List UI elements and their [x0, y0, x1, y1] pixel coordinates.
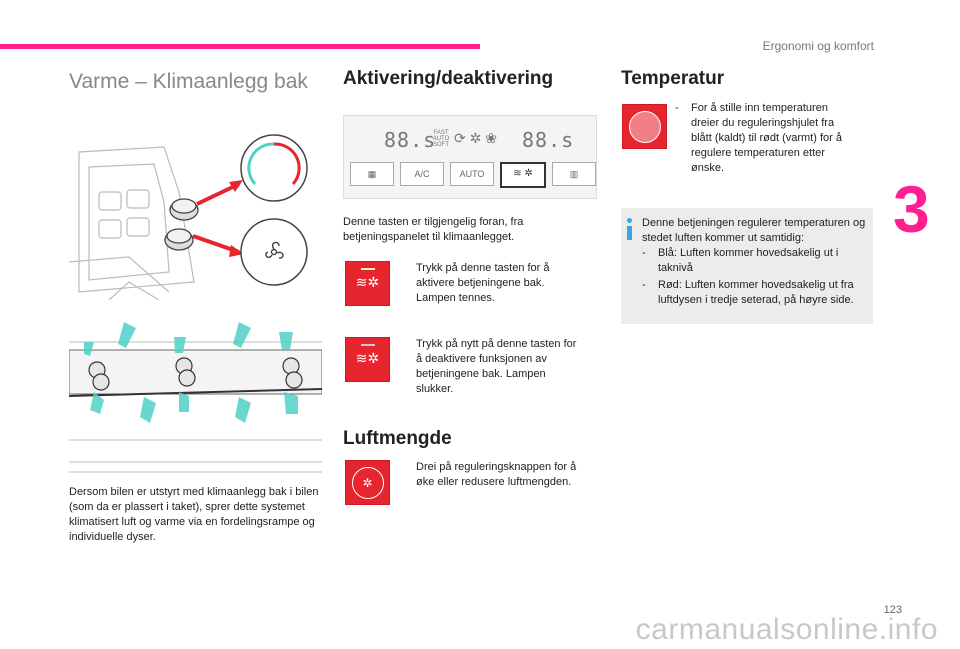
intro-caption: Dersom bilen er utstyrt med klimaanlegg …	[69, 486, 319, 543]
ac-button[interactable]: A/C	[400, 162, 444, 186]
roof-vents-illustration	[69, 322, 322, 477]
left-temp-display: 88.s	[384, 128, 437, 152]
section-title: Ergonomi og komfort	[762, 39, 874, 53]
bullet-marker	[400, 460, 408, 490]
activation-heading: Aktivering/deaktivering	[343, 68, 554, 89]
airflow-text: Drei på reguleringsknappen for å øke ell…	[416, 461, 577, 488]
rear-defrost-button[interactable]: ▥	[552, 162, 596, 186]
info-item-1: - Blå: Luften kommer hovedsakelig ut i t…	[642, 246, 868, 276]
rear-deactivate-icon: ≋✲	[345, 337, 390, 382]
bullet-marker	[400, 261, 408, 306]
info-text-2: Rød: Luften kommer hovedsakelig ut fra l…	[658, 279, 854, 306]
accent-bar	[0, 44, 480, 49]
dash-marker: -	[675, 102, 679, 114]
recirc-fan-icons: ⟳ ✲ ❀	[454, 130, 497, 146]
page-title: Varme – Klimaanlegg bak	[69, 70, 308, 93]
rear-activate-icon: ≋✲	[345, 261, 390, 306]
info-icon	[627, 218, 632, 240]
activation-item-2: Trykk på nytt på denne tasten for å deak…	[400, 337, 582, 397]
airflow-heading: Luftmengde	[343, 428, 452, 449]
temperature-item: - For å stille inn temperaturen dreier d…	[675, 101, 855, 176]
chapter-number: 3	[893, 172, 930, 246]
temp-dial-icon	[622, 104, 667, 149]
fan-dial-icon: ✲	[345, 460, 390, 505]
page-number: 123	[883, 604, 902, 616]
defrost-button[interactable]: ▦	[350, 162, 394, 186]
activation-text-2: Trykk på nytt på denne tasten for å deak…	[416, 338, 577, 395]
right-temp-display: 88.s	[522, 128, 575, 152]
info-box: Denne betjeningen regulerer temperaturen…	[621, 208, 873, 324]
temperature-heading: Temperatur	[621, 68, 725, 89]
dash-marker: -	[642, 279, 646, 291]
dash-marker: -	[642, 247, 646, 259]
rotary-controls-illustration	[69, 132, 322, 300]
mode-display: FAST AUTO SOFT	[432, 130, 450, 148]
activation-text-1: Trykk på denne tasten for å aktivere bet…	[416, 262, 550, 304]
activation-intro: Denne tasten er tilgjengelig foran, fra …	[343, 216, 524, 243]
info-text-1: Blå: Luften kommer hovedsakelig ut i tak…	[658, 247, 839, 274]
airflow-item: Drei på reguleringsknappen for å øke ell…	[400, 460, 582, 490]
info-intro: Denne betjeningen regulerer temperaturen…	[642, 217, 866, 244]
auto-button[interactable]: AUTO	[450, 162, 494, 186]
activation-item-1: Trykk på denne tasten for å aktivere bet…	[400, 261, 582, 306]
rear-climate-button[interactable]: ≋ ✲	[500, 162, 546, 188]
info-item-2: - Rød: Luften kommer hovedsakelig ut fra…	[642, 278, 868, 308]
temperature-text: For å stille inn temperaturen dreier du …	[691, 102, 842, 174]
watermark: carmanualsonline.info	[635, 613, 938, 646]
climate-control-panel: 88.s FAST AUTO SOFT ⟳ ✲ ❀ 88.s ▦ A/C AUT…	[343, 115, 597, 199]
bullet-marker	[400, 337, 408, 397]
